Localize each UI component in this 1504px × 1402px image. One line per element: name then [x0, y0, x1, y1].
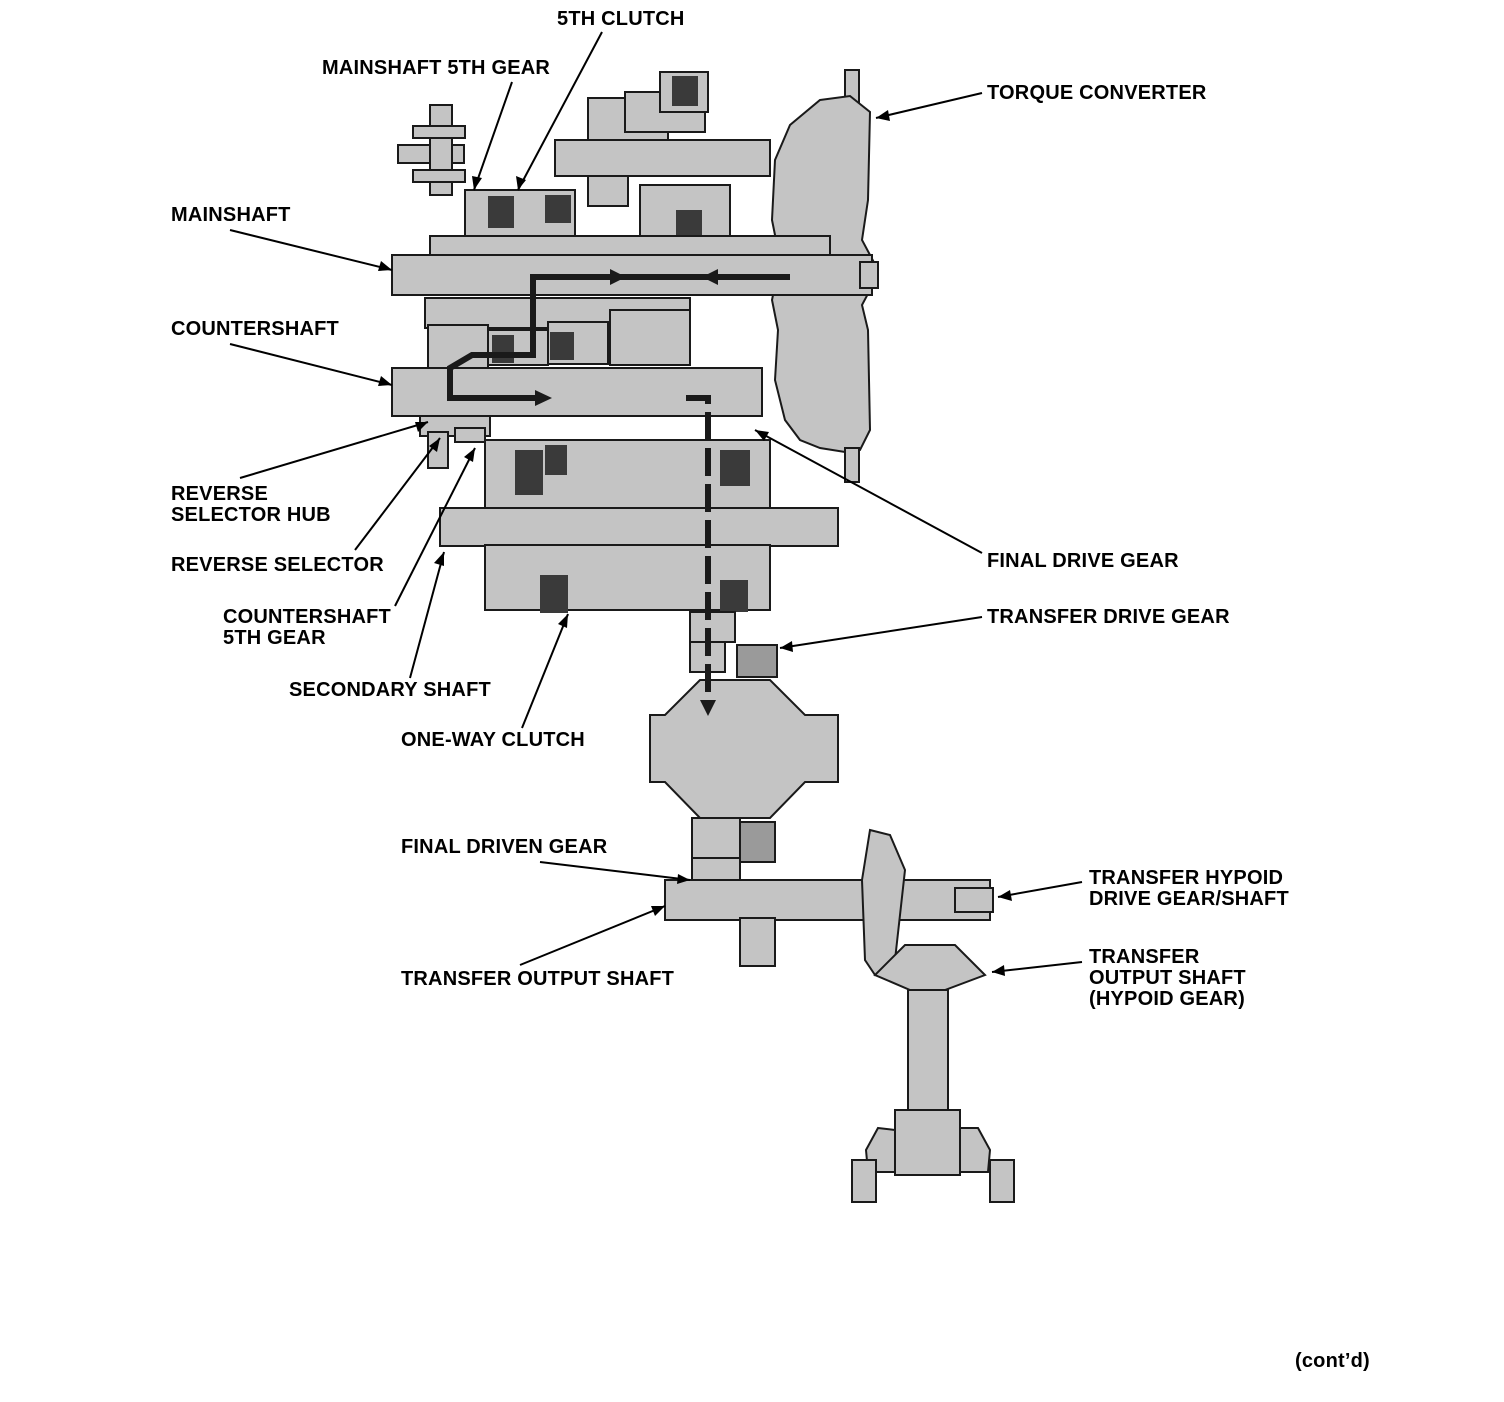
label-countershaft-5th-gear-line1: COUNTERSHAFT: [223, 606, 391, 628]
label-countershaft: COUNTERSHAFT: [171, 318, 339, 340]
label-transfer-hypoid-line1: TRANSFER HYPOID: [1089, 867, 1284, 889]
label-torque-converter: TORQUE CONVERTER: [987, 82, 1207, 104]
label-one-way-clutch: ONE-WAY CLUTCH: [401, 729, 585, 751]
upper-clutch-assembly: [397, 71, 831, 263]
label-transfer-output-hypoid-line2: OUTPUT SHAFT: [1089, 967, 1246, 989]
secondary-shaft-assembly: [439, 439, 839, 613]
label-reverse-selector: REVERSE SELECTOR: [171, 554, 384, 576]
transfer-output-assembly: [664, 828, 1015, 1203]
label-transfer-output-hypoid-line3: (HYPOID GEAR): [1089, 988, 1245, 1010]
transfer-drive-gear-part: [689, 611, 778, 678]
label-secondary-shaft: SECONDARY SHAFT: [289, 679, 491, 701]
label-final-driven-gear: FINAL DRIVEN GEAR: [401, 836, 608, 858]
label-countershaft-5th-gear-line2: 5TH GEAR: [223, 627, 326, 649]
label-reverse-selector-hub-line1: REVERSE: [171, 483, 268, 505]
continued-note: (cont’d): [1295, 1350, 1370, 1372]
label-transfer-output-hypoid-line1: TRANSFER: [1089, 946, 1200, 968]
leader-lines: [229, 31, 1083, 976]
middle-gear-assembly: [424, 297, 691, 371]
label-transfer-output-shaft: TRANSFER OUTPUT SHAFT: [401, 968, 675, 990]
label-transfer-drive-gear: TRANSFER DRIVE GEAR: [987, 606, 1230, 628]
power-flow-path: [447, 269, 790, 716]
label-5th-clutch: 5TH CLUTCH: [557, 8, 685, 30]
label-mainshaft: MAINSHAFT: [171, 204, 291, 226]
countershaft-shaft: [391, 367, 763, 469]
label-mainshaft-5th-gear: MAINSHAFT 5TH GEAR: [322, 57, 551, 79]
label-reverse-selector-hub-line2: SELECTOR HUB: [171, 504, 331, 526]
label-final-drive-gear: FINAL DRIVE GEAR: [987, 550, 1179, 572]
label-transfer-hypoid-line2: DRIVE GEAR/SHAFT: [1089, 888, 1289, 910]
differential-housing: [649, 679, 839, 863]
